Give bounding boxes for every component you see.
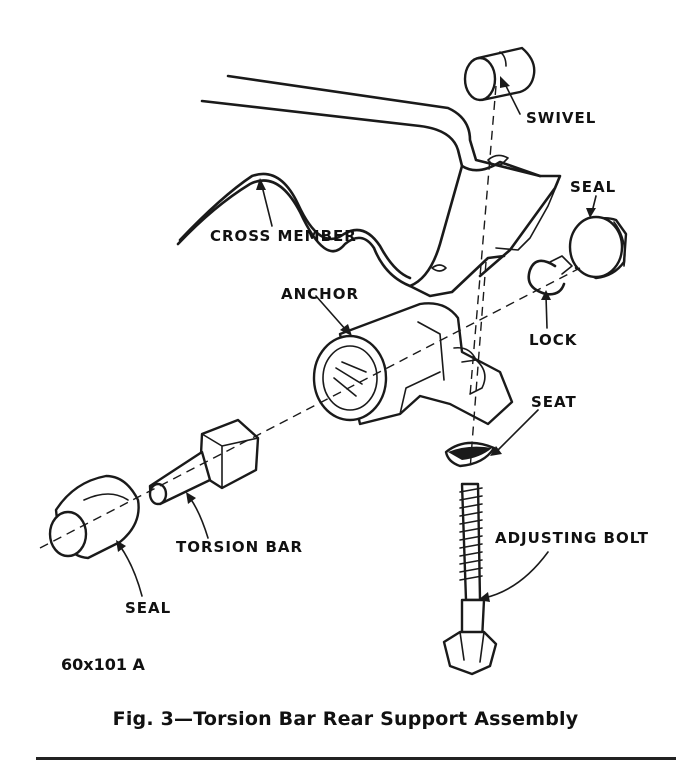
adjusting-bolt-label: ADJUSTING BOLT (495, 529, 650, 547)
anchor-part (312, 302, 514, 426)
adjusting-bolt-part (442, 482, 498, 676)
bottom-rule (36, 757, 676, 760)
swivel-part (463, 46, 536, 102)
torsion-bar-part (148, 418, 260, 506)
axis-centerline (39, 267, 581, 549)
cross-member-label: CROSS MEMBER (210, 227, 357, 245)
lock-part (527, 255, 573, 296)
seal-top-label: SEAL (570, 178, 617, 196)
seal-bottom-label: SEAL (125, 599, 172, 617)
figure-caption: Fig. 3—Torsion Bar Rear Support Assembly (112, 708, 579, 730)
bolt-centerline (469, 261, 487, 471)
torsion-bar-label: TORSION BAR (176, 538, 304, 556)
seal-top-part (568, 215, 628, 280)
lock-label: LOCK (529, 331, 578, 349)
cross-member-part (176, 74, 562, 298)
leader-arrows (116, 76, 597, 602)
seat-part (444, 441, 496, 468)
swivel-centerline (469, 85, 497, 397)
figure-code: 60x101 A (61, 655, 145, 674)
swivel-label: SWIVEL (526, 109, 597, 127)
seat-label: SEAT (531, 393, 577, 411)
anchor-label: ANCHOR (281, 285, 360, 303)
